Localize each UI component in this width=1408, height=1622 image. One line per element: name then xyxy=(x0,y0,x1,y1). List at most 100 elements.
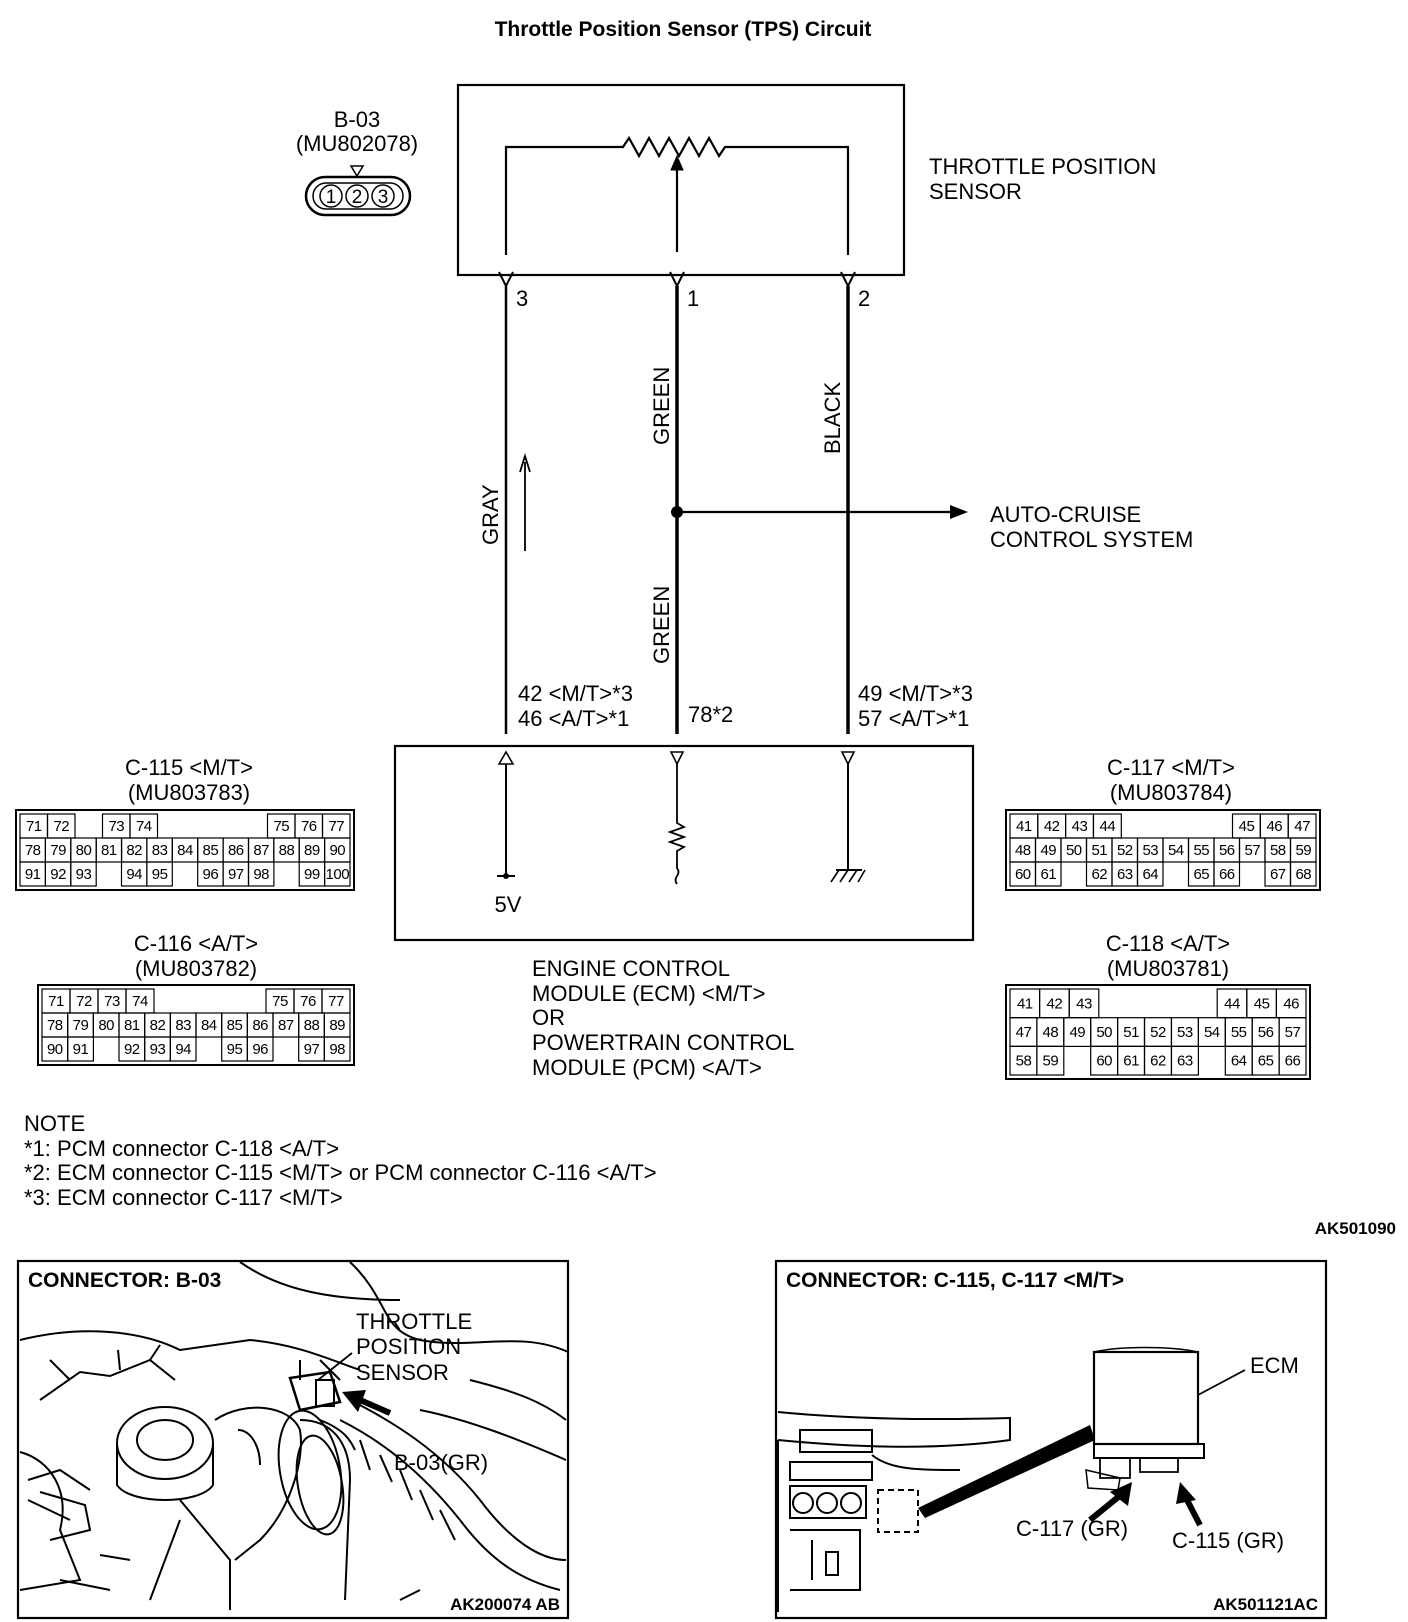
connector-pin-cell xyxy=(70,861,97,887)
throttle-position-sensor: THROTTLE POSITION SENSOR xyxy=(456,83,1156,277)
connector-pin-label: 96 xyxy=(252,1041,268,1058)
panel-left-label-2: POSITION xyxy=(356,1334,461,1359)
connector-pin-cell xyxy=(1036,1045,1065,1076)
sensor-connector-b03: B-03 (MU802078) 1 2 3 xyxy=(296,107,418,217)
connector-pin-label: 91 xyxy=(73,1041,89,1058)
panel-b03-location: CONNECTOR: B-03 xyxy=(16,1259,570,1620)
connector-pin-label: 98 xyxy=(253,866,269,883)
connector-pin-cell xyxy=(1170,1045,1199,1076)
connector-pin-label: 48 xyxy=(1043,1024,1059,1041)
terminal-left-1: 42 <M/T>*3 xyxy=(518,681,633,706)
connector-pin-label: 52 xyxy=(1117,842,1133,859)
connector-pin-label: 51 xyxy=(1091,842,1107,859)
connector-pin-cell xyxy=(67,1036,94,1062)
sensor-connector-id: B-03 xyxy=(334,107,380,132)
connector-pin-label: 82 xyxy=(150,1017,166,1034)
connector-pin-label: 99 xyxy=(304,866,320,883)
connector-pin-label: 97 xyxy=(228,866,244,883)
connector-pin-label: 49 xyxy=(1040,842,1056,859)
pin-2: 2 xyxy=(352,187,363,208)
panel-left-label-1: THROTTLE xyxy=(356,1309,472,1334)
connector-pin-label: 88 xyxy=(279,842,295,859)
wire-color-black: BLACK xyxy=(820,382,845,454)
connector-pin-label: 95 xyxy=(227,1041,243,1058)
connector-outline xyxy=(1005,984,1311,1080)
connector-pin-label: 56 xyxy=(1258,1024,1274,1041)
connector-pin-label: 77 xyxy=(328,818,344,835)
connector-pin-label: 86 xyxy=(252,1017,268,1034)
connector-pin-cell xyxy=(1213,861,1241,887)
connector-pin-label: 41 xyxy=(1016,818,1032,835)
connector-pin-label: 53 xyxy=(1177,1024,1193,1041)
connector-pin-label: 79 xyxy=(73,1017,89,1034)
connector-pin-label: 47 xyxy=(1016,1024,1032,1041)
connector-pin-label: 78 xyxy=(25,842,41,859)
c115-part: (MU803783) xyxy=(128,780,250,805)
connector-pin-label: 72 xyxy=(53,818,69,835)
connector-pin-label: 85 xyxy=(203,842,219,859)
connector-pin-cell xyxy=(169,1036,197,1062)
connector-pin-label: 59 xyxy=(1043,1053,1059,1070)
c115-name: C-115 <M/T> xyxy=(125,755,253,780)
panel-left-connector-label: B-03(GR) xyxy=(394,1450,488,1475)
wire-pin-3-label: 3 xyxy=(516,286,528,311)
figure-code-main: AK501090 xyxy=(1315,1219,1396,1238)
sensor-connector-part: (MU802078) xyxy=(296,131,418,156)
pin-2-icon xyxy=(345,184,369,208)
connector-pin-label: 44 xyxy=(1100,818,1116,835)
connector-pin-label: 86 xyxy=(228,842,244,859)
terminal-mid: 78*2 xyxy=(688,702,733,727)
connector-pin-label: 41 xyxy=(1017,995,1033,1012)
connector-pin-cell xyxy=(1278,1045,1307,1076)
ecm-module: 5V ENGINE CONTROL MODULE (ECM) <M/T> OR … xyxy=(393,744,975,1080)
wire-color-green-upper: GREEN xyxy=(649,367,674,445)
ecm-line1: ENGINE CONTROL xyxy=(532,956,730,981)
connector-pin-label: 50 xyxy=(1066,842,1082,859)
connector-pin-label: 61 xyxy=(1040,866,1056,883)
connector-pin-label: 49 xyxy=(1069,1024,1085,1041)
ecm-line4: POWERTRAIN CONTROL xyxy=(532,1030,794,1055)
connector-pin-label: 50 xyxy=(1096,1024,1112,1041)
dashboard-illustration xyxy=(777,1411,1011,1612)
connector-pin-label: 63 xyxy=(1177,1053,1193,1070)
connector-pin-label: 58 xyxy=(1016,1053,1032,1070)
connector-pin-label: 95 xyxy=(152,866,168,883)
connector-pin-label: 66 xyxy=(1219,866,1235,883)
connector-pin-label: 73 xyxy=(108,818,124,835)
sensor-name-line2: SENSOR xyxy=(929,179,1022,204)
sensor-pin-arrows: 3 1 2 xyxy=(498,271,870,311)
ecm-unit-icon xyxy=(1085,1346,1205,1491)
auto-cruise-line1: AUTO-CRUISE xyxy=(990,502,1141,527)
connector-pin-label: 62 xyxy=(1091,866,1107,883)
connector-pin-label: 60 xyxy=(1096,1053,1112,1070)
connector-pin-label: 80 xyxy=(76,842,92,859)
connector-pin-label: 48 xyxy=(1015,842,1031,859)
connector-pin-label: 43 xyxy=(1076,995,1092,1012)
connector-outline xyxy=(1005,809,1321,891)
connector-pin-label: 46 xyxy=(1283,995,1299,1012)
connector-pin-label: 67 xyxy=(1270,866,1286,883)
potentiometer-icon xyxy=(504,135,850,255)
notes: NOTE *1: PCM connector C-118 <A/T> *2: E… xyxy=(24,1111,657,1210)
connector-pin-label: 64 xyxy=(1142,866,1158,883)
connector-pin-label: 64 xyxy=(1231,1053,1247,1070)
connector-pin-label: 65 xyxy=(1193,866,1209,883)
panel-right-c115-label: C-115 (GR) xyxy=(1172,1528,1284,1553)
connector-pin-label: 91 xyxy=(25,866,41,883)
wire-pin-1-label: 1 xyxy=(687,286,699,311)
connector-pin-label: 93 xyxy=(150,1041,166,1058)
note-heading: NOTE xyxy=(24,1111,85,1136)
connector-pin-cell xyxy=(1289,861,1317,887)
connector-pin-label: 42 xyxy=(1044,818,1060,835)
connector-pin-label: 55 xyxy=(1231,1024,1247,1041)
connector-pin-label: 43 xyxy=(1072,818,1088,835)
connector-pin-label: 87 xyxy=(278,1017,294,1034)
connector-pin-label: 74 xyxy=(132,993,148,1010)
connector-pin-label: 76 xyxy=(300,993,316,1010)
connector-pin-label: 65 xyxy=(1258,1053,1274,1070)
c118-part: (MU803781) xyxy=(1107,956,1229,981)
terminal-right-1: 49 <M/T>*3 xyxy=(858,681,973,706)
connector-pin-label: 75 xyxy=(273,818,289,835)
